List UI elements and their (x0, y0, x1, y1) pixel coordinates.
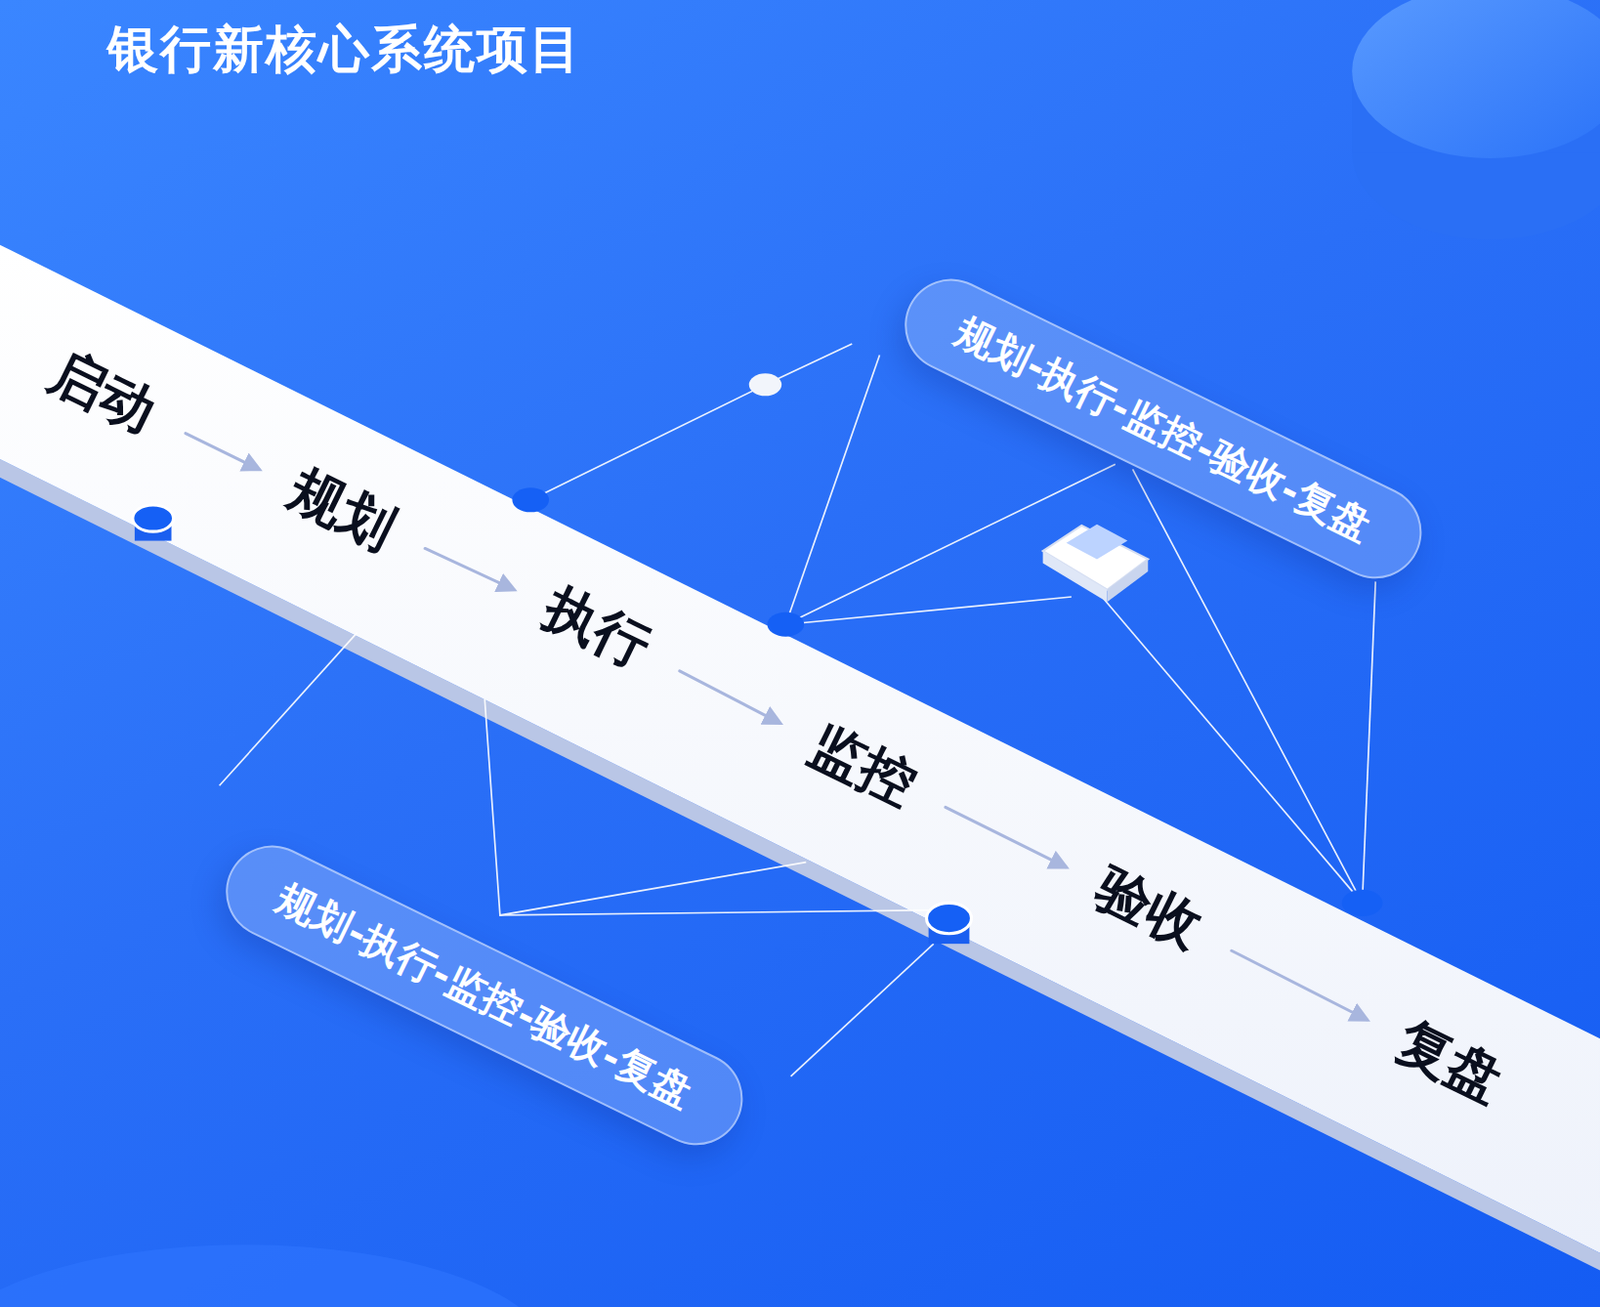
timeline-band (0, 245, 1600, 1254)
decor-circle (0, 1244, 551, 1307)
band-edge (0, 459, 1600, 1270)
cylinder-top (1351, 0, 1600, 159)
flow-arrow (424, 547, 514, 590)
process-pill: 规划-执行-监控-验收-复盘 (888, 263, 1438, 595)
card-icon (1043, 524, 1149, 602)
process-pill: 规划-执行-监控-验收-复盘 (210, 830, 759, 1162)
node-text: 规划-执行-监控-验收-复盘 (946, 304, 1380, 553)
page-title: 银行新核心系统项目 (107, 15, 583, 85)
flow-arrow (185, 433, 259, 470)
flow-arrow (945, 806, 1066, 867)
flow-arrow (679, 671, 781, 723)
flow-arrow (1231, 950, 1367, 1020)
node-text: 规划-执行-监控-验收-复盘 (267, 871, 701, 1120)
